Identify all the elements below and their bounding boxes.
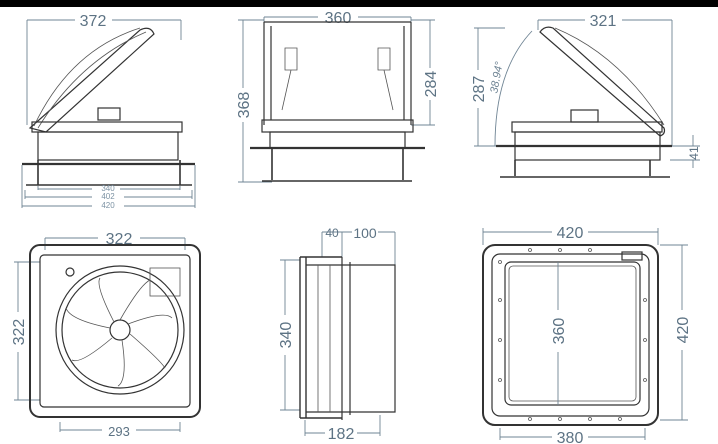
dim-380: 380	[557, 430, 584, 444]
dim-322-top: 322	[106, 231, 133, 248]
dim-360: 360	[325, 10, 352, 27]
dim-340: 340	[101, 184, 115, 193]
side-view-right: 321 287 38.94° 41	[471, 13, 701, 178]
dim-284: 284	[423, 71, 440, 98]
top-view: 420 420 360 380	[482, 225, 692, 444]
dim-420-top: 420	[557, 225, 584, 242]
dim-182: 182	[328, 426, 355, 443]
dim-368: 368	[236, 92, 253, 119]
dim-287: 287	[471, 76, 488, 103]
angle-38-94: 38.94°	[488, 60, 505, 94]
dim-41: 41	[687, 146, 701, 160]
dim-372: 372	[80, 13, 107, 30]
bottom-view: 322 322 293	[11, 231, 201, 439]
dim-360-inner: 360	[551, 318, 568, 345]
dim-340-section: 340	[278, 322, 295, 349]
dim-420-right: 420	[675, 317, 692, 344]
dim-402: 402	[101, 192, 115, 201]
dim-40: 40	[325, 226, 339, 240]
front-view: 360 368 284	[236, 10, 440, 183]
top-black-bar	[0, 0, 718, 7]
dim-293: 293	[108, 424, 130, 439]
dim-420: 420	[101, 201, 115, 210]
dim-322-left: 322	[11, 319, 28, 346]
dim-100: 100	[353, 225, 377, 241]
section-view: 40 100 340 182	[278, 225, 396, 443]
side-view-left: 372 340 402 420	[21, 13, 196, 210]
dim-321: 321	[590, 13, 617, 30]
